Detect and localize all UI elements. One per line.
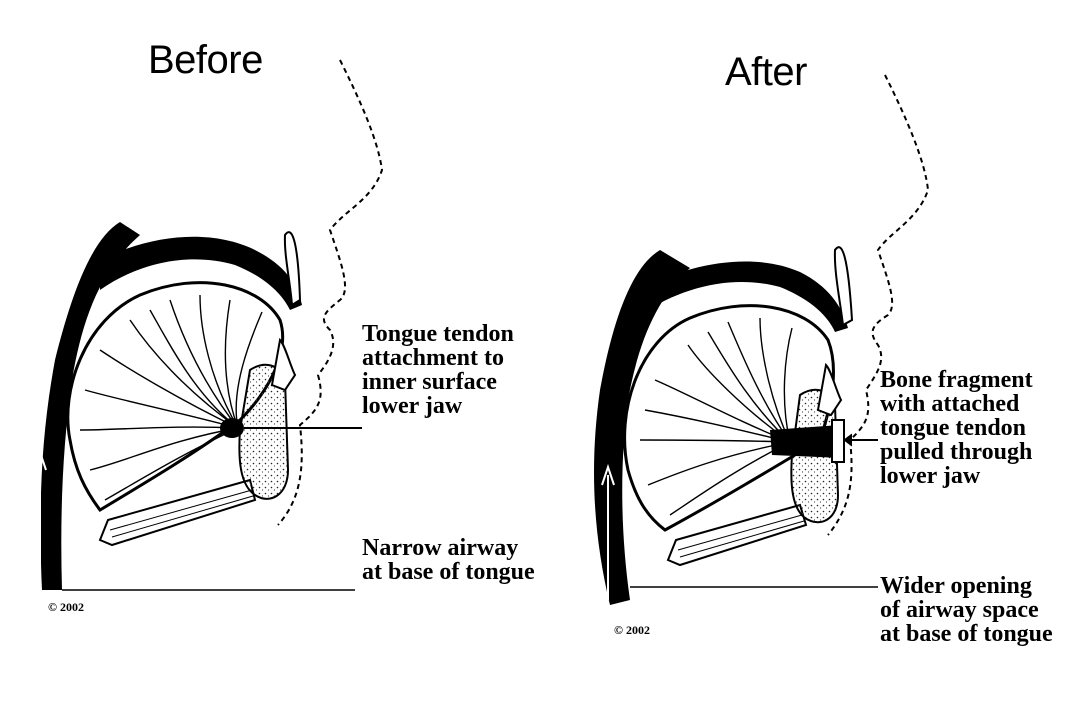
- before-airway-label: Narrow airway at base of tongue: [362, 536, 535, 584]
- before-tendon-label: Tongue tendon attachment to inner surfac…: [362, 322, 514, 418]
- after-airway-label-line-1: Wider opening: [880, 573, 1032, 599]
- before-tendon-label-line-4: lower jaw: [362, 393, 463, 419]
- after-fragment-label: Bone fragment with attached tongue tendo…: [880, 368, 1033, 488]
- before-tendon-label-line-3: inner surface: [362, 369, 497, 395]
- after-copyright: © 2002: [614, 623, 650, 637]
- after-fragment-plug: [831, 419, 845, 463]
- after-palate: [640, 261, 848, 332]
- after-fragment-label-line-3: tongue tendon: [880, 415, 1027, 441]
- after-title: After: [725, 50, 807, 94]
- before-palate: [100, 236, 302, 310]
- before-throat-wall: [40, 222, 140, 590]
- before-jaw-bone: [238, 363, 290, 500]
- before-tendon-attachment: [220, 418, 244, 438]
- after-fragment-label-line-5: lower jaw: [880, 463, 981, 489]
- after-panel: [594, 74, 930, 605]
- after-throat-wall: [594, 250, 690, 605]
- after-upper-tooth: [833, 246, 854, 327]
- after-fragment-label-line-1: Bone fragment: [880, 367, 1033, 393]
- after-airway-label-line-2: of airway space: [880, 597, 1039, 623]
- before-airway-label-line-2: at base of tongue: [362, 559, 535, 585]
- after-airway-label-line-3: at base of tongue: [880, 621, 1053, 647]
- after-airway-label: Wider opening of airway space at base of…: [880, 574, 1053, 646]
- before-tongue-fibers: [79, 294, 263, 501]
- before-tendon-label-line-2: attachment to: [362, 345, 504, 371]
- before-airway-label-line-1: Narrow airway: [362, 535, 519, 561]
- before-copyright: © 2002: [48, 600, 84, 614]
- before-lower-tooth: [270, 337, 297, 392]
- before-tendon-label-line-1: Tongue tendon: [362, 321, 514, 347]
- before-panel: [33, 59, 384, 591]
- before-face-profile: [277, 59, 384, 526]
- before-upper-tooth: [283, 231, 302, 307]
- before-title: Before: [148, 38, 263, 82]
- after-bone-fragment: [770, 425, 842, 458]
- after-fragment-label-line-4: pulled through: [880, 439, 1033, 465]
- after-lower-tooth: [816, 362, 843, 417]
- after-fragment-label-line-2: with attached: [880, 391, 1020, 417]
- after-face-profile: [827, 74, 930, 536]
